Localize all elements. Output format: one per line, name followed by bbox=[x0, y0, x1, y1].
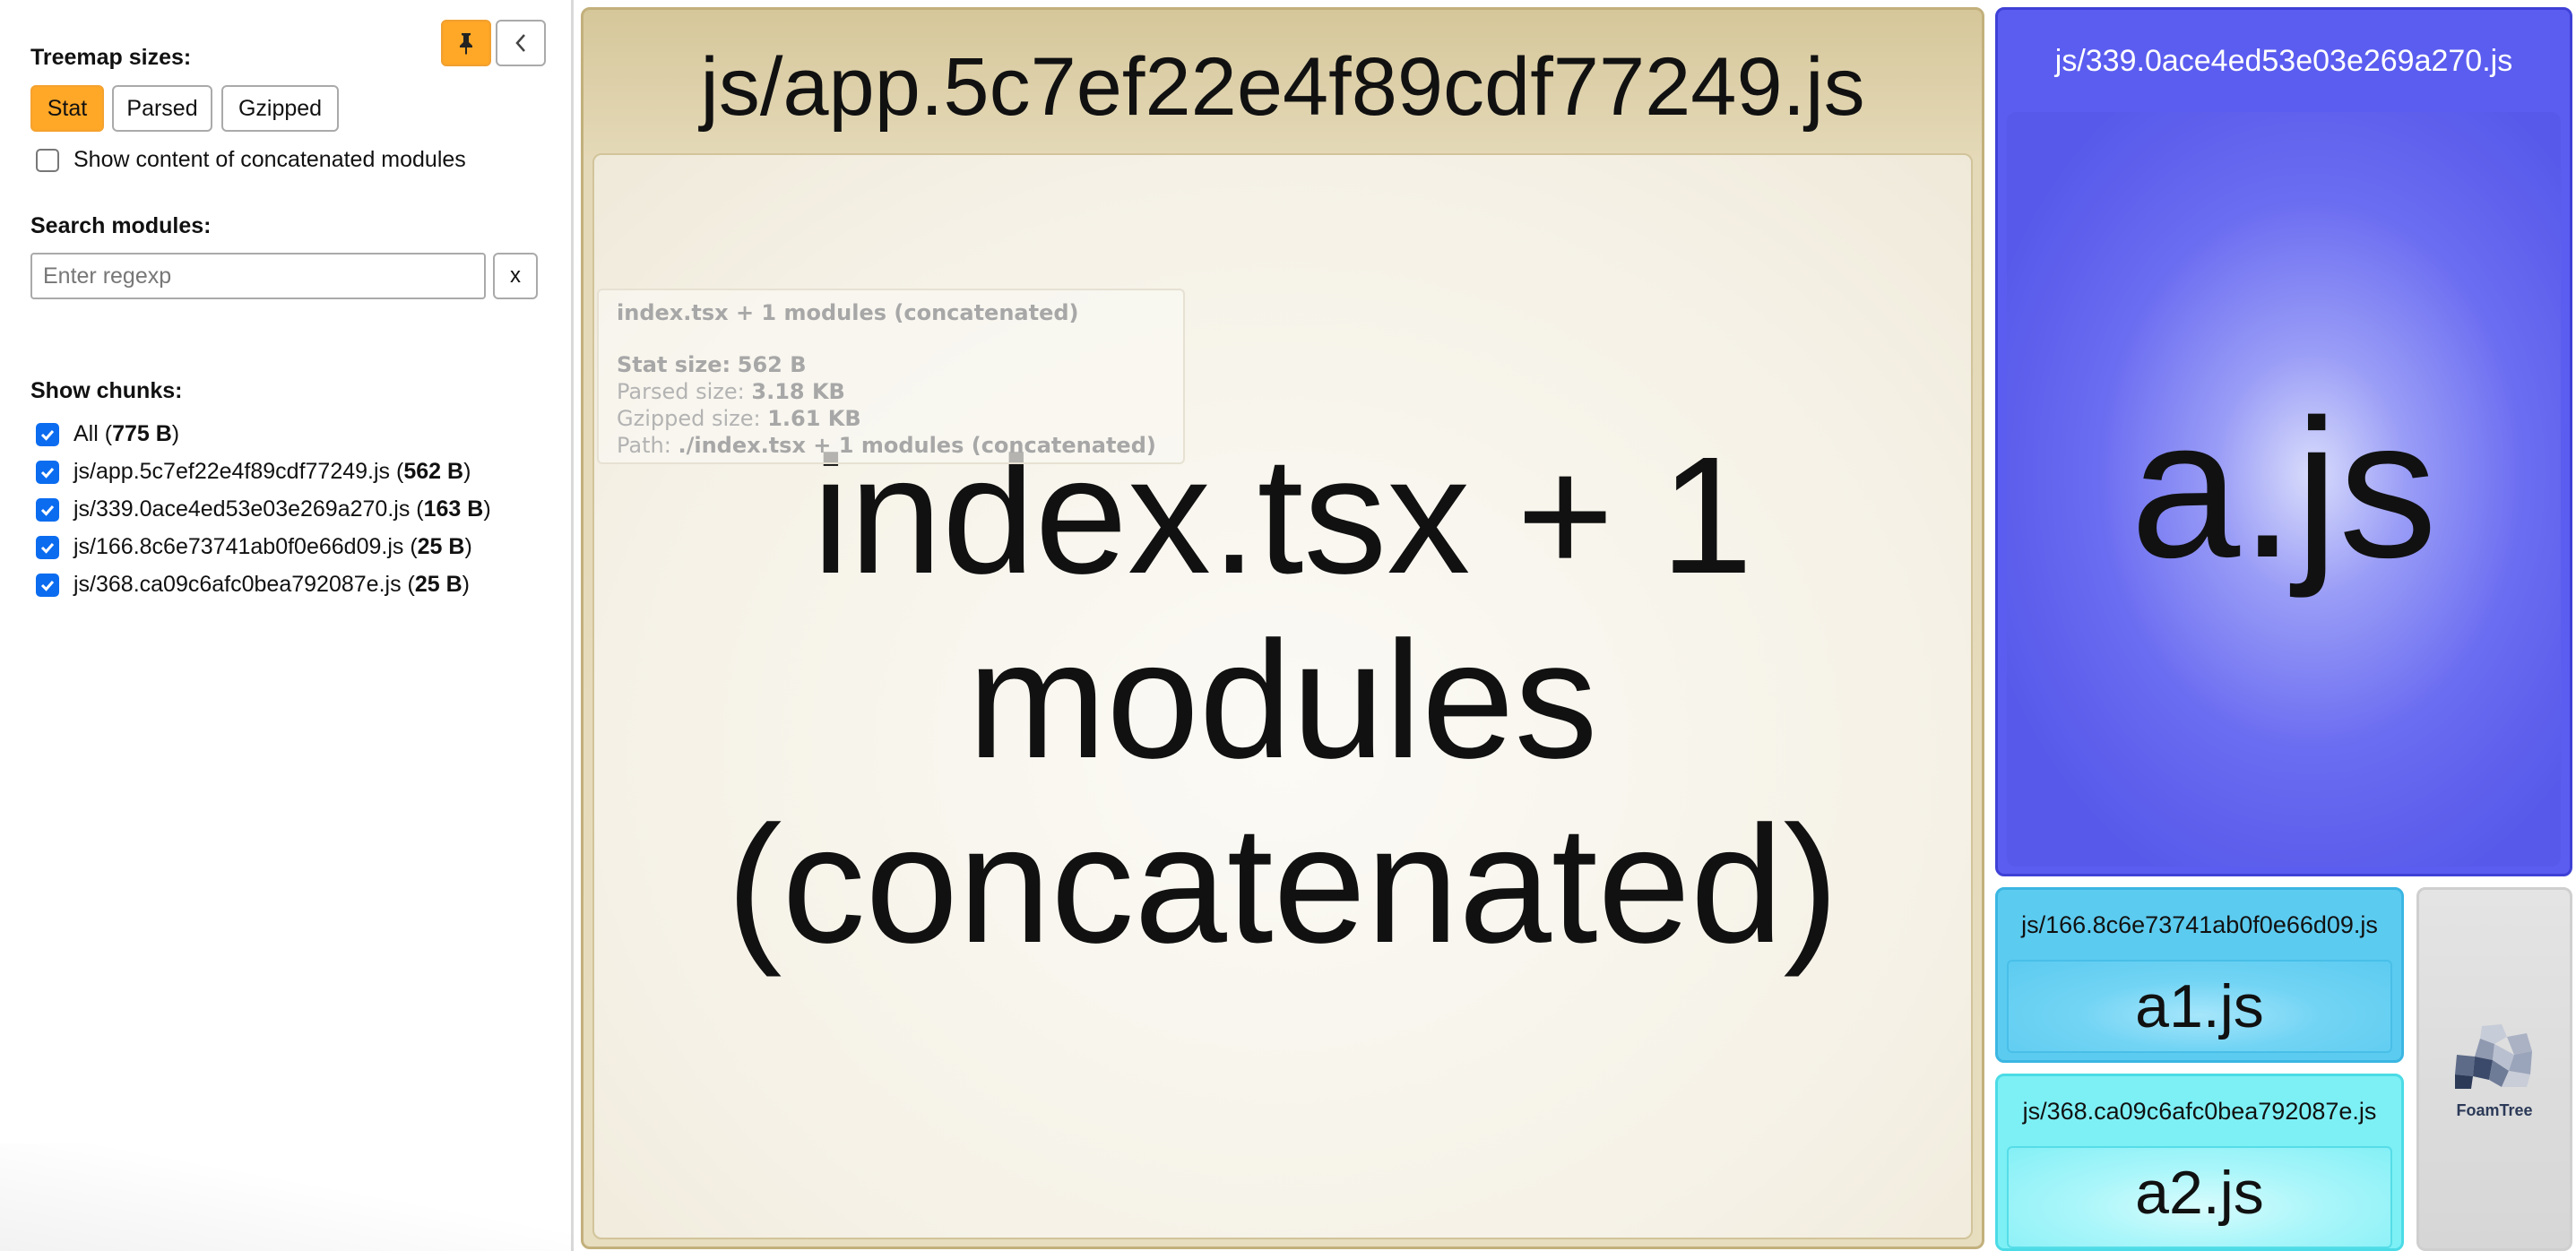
chunk-label: js/368.ca09c6afc0bea792087e.js (25 B) bbox=[73, 572, 470, 597]
concat-modules-option[interactable]: Show content of concatenated modules bbox=[36, 147, 466, 173]
chunk-checkbox-all[interactable] bbox=[36, 422, 59, 446]
concat-modules-label: Show content of concatenated modules bbox=[73, 147, 466, 172]
chunk-checkbox-app[interactable] bbox=[36, 460, 59, 484]
treemap-chunk-368[interactable]: js/368.ca09c6afc0bea792087e.js a2.js bbox=[1995, 1074, 2404, 1251]
tooltip-path: Path: ./index.tsx + 1 modules (concatena… bbox=[617, 433, 1156, 458]
chunk-label: js/339.0ace4ed53e03e269a270.js (163 B) bbox=[73, 496, 491, 522]
collapse-sidebar-button[interactable] bbox=[496, 20, 546, 66]
treemap-module-index-tsx[interactable]: index.tsx + 1 modules (concatenated) bbox=[592, 153, 1973, 1239]
chunk-option-339[interactable]: js/339.0ace4ed53e03e269a270.js (163 B) bbox=[36, 496, 491, 522]
treemap-chunk-app[interactable]: js/app.5c7ef22e4f89cdf77249.js index.tsx… bbox=[581, 7, 1984, 1249]
treemap-module-a-js[interactable]: a.js bbox=[2007, 112, 2561, 867]
size-gzipped-button[interactable]: Gzipped bbox=[221, 85, 339, 132]
chunk-label: All (775 B) bbox=[73, 421, 180, 446]
tooltip-gzipped-size: Gzipped size: 1.61 KB bbox=[617, 406, 861, 431]
chunk-checkbox-166[interactable] bbox=[36, 535, 59, 559]
treemap-module-a1-js[interactable]: a1.js bbox=[2007, 960, 2392, 1053]
chunk-option-368[interactable]: js/368.ca09c6afc0bea792087e.js (25 B) bbox=[36, 572, 470, 598]
chunk-option-166[interactable]: js/166.8c6e73741ab0f0e66d09.js (25 B) bbox=[36, 534, 472, 560]
treemap-sizes-heading: Treemap sizes: bbox=[30, 45, 192, 70]
size-parsed-button[interactable]: Parsed bbox=[112, 85, 212, 132]
module-label: a2.js bbox=[2135, 1159, 2264, 1227]
chunk-title: js/166.8c6e73741ab0f0e66d09.js bbox=[2021, 911, 2378, 938]
module-label: a1.js bbox=[2135, 972, 2264, 1040]
chunk-checkbox-368[interactable] bbox=[36, 573, 59, 597]
chunk-title: js/368.ca09c6afc0bea792087e.js bbox=[2022, 1098, 2377, 1125]
chunk-title: js/339.0ace4ed53e03e269a270.js bbox=[2054, 44, 2513, 78]
treemap-chunk-339[interactable]: js/339.0ace4ed53e03e269a270.js a.js bbox=[1995, 7, 2572, 876]
chunk-label: js/app.5c7ef22e4f89cdf77249.js (562 B) bbox=[73, 459, 471, 484]
tooltip-stat-size: Stat size: 562 B bbox=[617, 352, 807, 377]
chevron-left-icon bbox=[515, 34, 525, 52]
chunk-label: js/166.8c6e73741ab0f0e66d09.js (25 B) bbox=[73, 534, 472, 559]
module-tooltip: index.tsx + 1 modules (concatenated) Sta… bbox=[597, 289, 1185, 464]
module-label: a.js bbox=[2130, 378, 2438, 599]
tooltip-title: index.tsx + 1 modules (concatenated) bbox=[617, 300, 1079, 325]
foamtree-logo-text: FoamTree bbox=[2456, 1101, 2533, 1119]
concat-modules-checkbox[interactable] bbox=[36, 148, 59, 172]
treemap-chunk-166[interactable]: js/166.8c6e73741ab0f0e66d09.js a1.js bbox=[1995, 887, 2404, 1063]
module-label: index.tsx + 1 modules (concatenated) bbox=[726, 423, 1839, 978]
pin-sidebar-button[interactable] bbox=[441, 20, 491, 66]
foamtree-logo-icon bbox=[2455, 1024, 2532, 1089]
search-input[interactable] bbox=[30, 253, 486, 299]
chunk-option-app[interactable]: js/app.5c7ef22e4f89cdf77249.js (562 B) bbox=[36, 459, 471, 485]
treemap-module-a2-js[interactable]: a2.js bbox=[2007, 1146, 2392, 1248]
clear-search-button[interactable]: x bbox=[493, 253, 538, 299]
show-chunks-heading: Show chunks: bbox=[30, 378, 183, 403]
search-modules-heading: Search modules: bbox=[30, 213, 212, 238]
sidebar: Treemap sizes: Stat Parsed Gzipped Show … bbox=[0, 0, 574, 1251]
chunk-title: js/app.5c7ef22e4f89cdf77249.js bbox=[700, 41, 1865, 133]
foamtree-panel: FoamTree bbox=[2416, 887, 2572, 1251]
pin-icon bbox=[460, 33, 472, 55]
size-stat-button[interactable]: Stat bbox=[30, 85, 104, 132]
chunk-option-all[interactable]: All (775 B) bbox=[36, 421, 179, 447]
chunk-checkbox-339[interactable] bbox=[36, 497, 59, 522]
tooltip-parsed-size: Parsed size: 3.18 KB bbox=[617, 379, 845, 404]
